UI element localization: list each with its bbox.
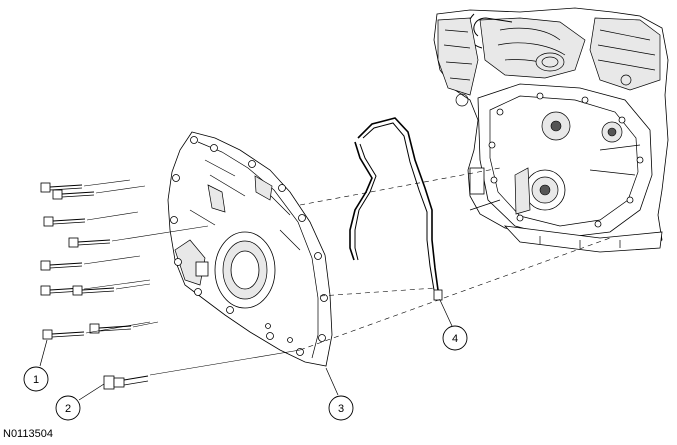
cover-bolts-group	[40, 182, 132, 340]
bolt	[72, 285, 115, 296]
bolt	[52, 189, 95, 200]
engine-block	[433, 7, 669, 253]
timing-cover-gasket	[349, 117, 443, 301]
callout-4-label: 4	[452, 333, 458, 345]
alignment-lines	[83, 167, 611, 376]
bolt	[42, 329, 85, 340]
callout-2: 2	[55, 383, 105, 421]
callout-4: 4	[439, 299, 468, 351]
callout-1-label: 1	[33, 374, 39, 386]
bolt	[68, 237, 111, 248]
callout-1: 1	[23, 339, 49, 392]
engine-front-cover	[167, 131, 333, 367]
callout-3: 3	[325, 367, 354, 421]
stud-bolt	[103, 375, 149, 390]
bolt	[40, 260, 83, 271]
callout-3-label: 3	[338, 403, 344, 415]
bolt	[43, 216, 86, 227]
callout-2-label: 2	[65, 403, 71, 415]
figure-reference-number: N0113504	[3, 428, 53, 440]
